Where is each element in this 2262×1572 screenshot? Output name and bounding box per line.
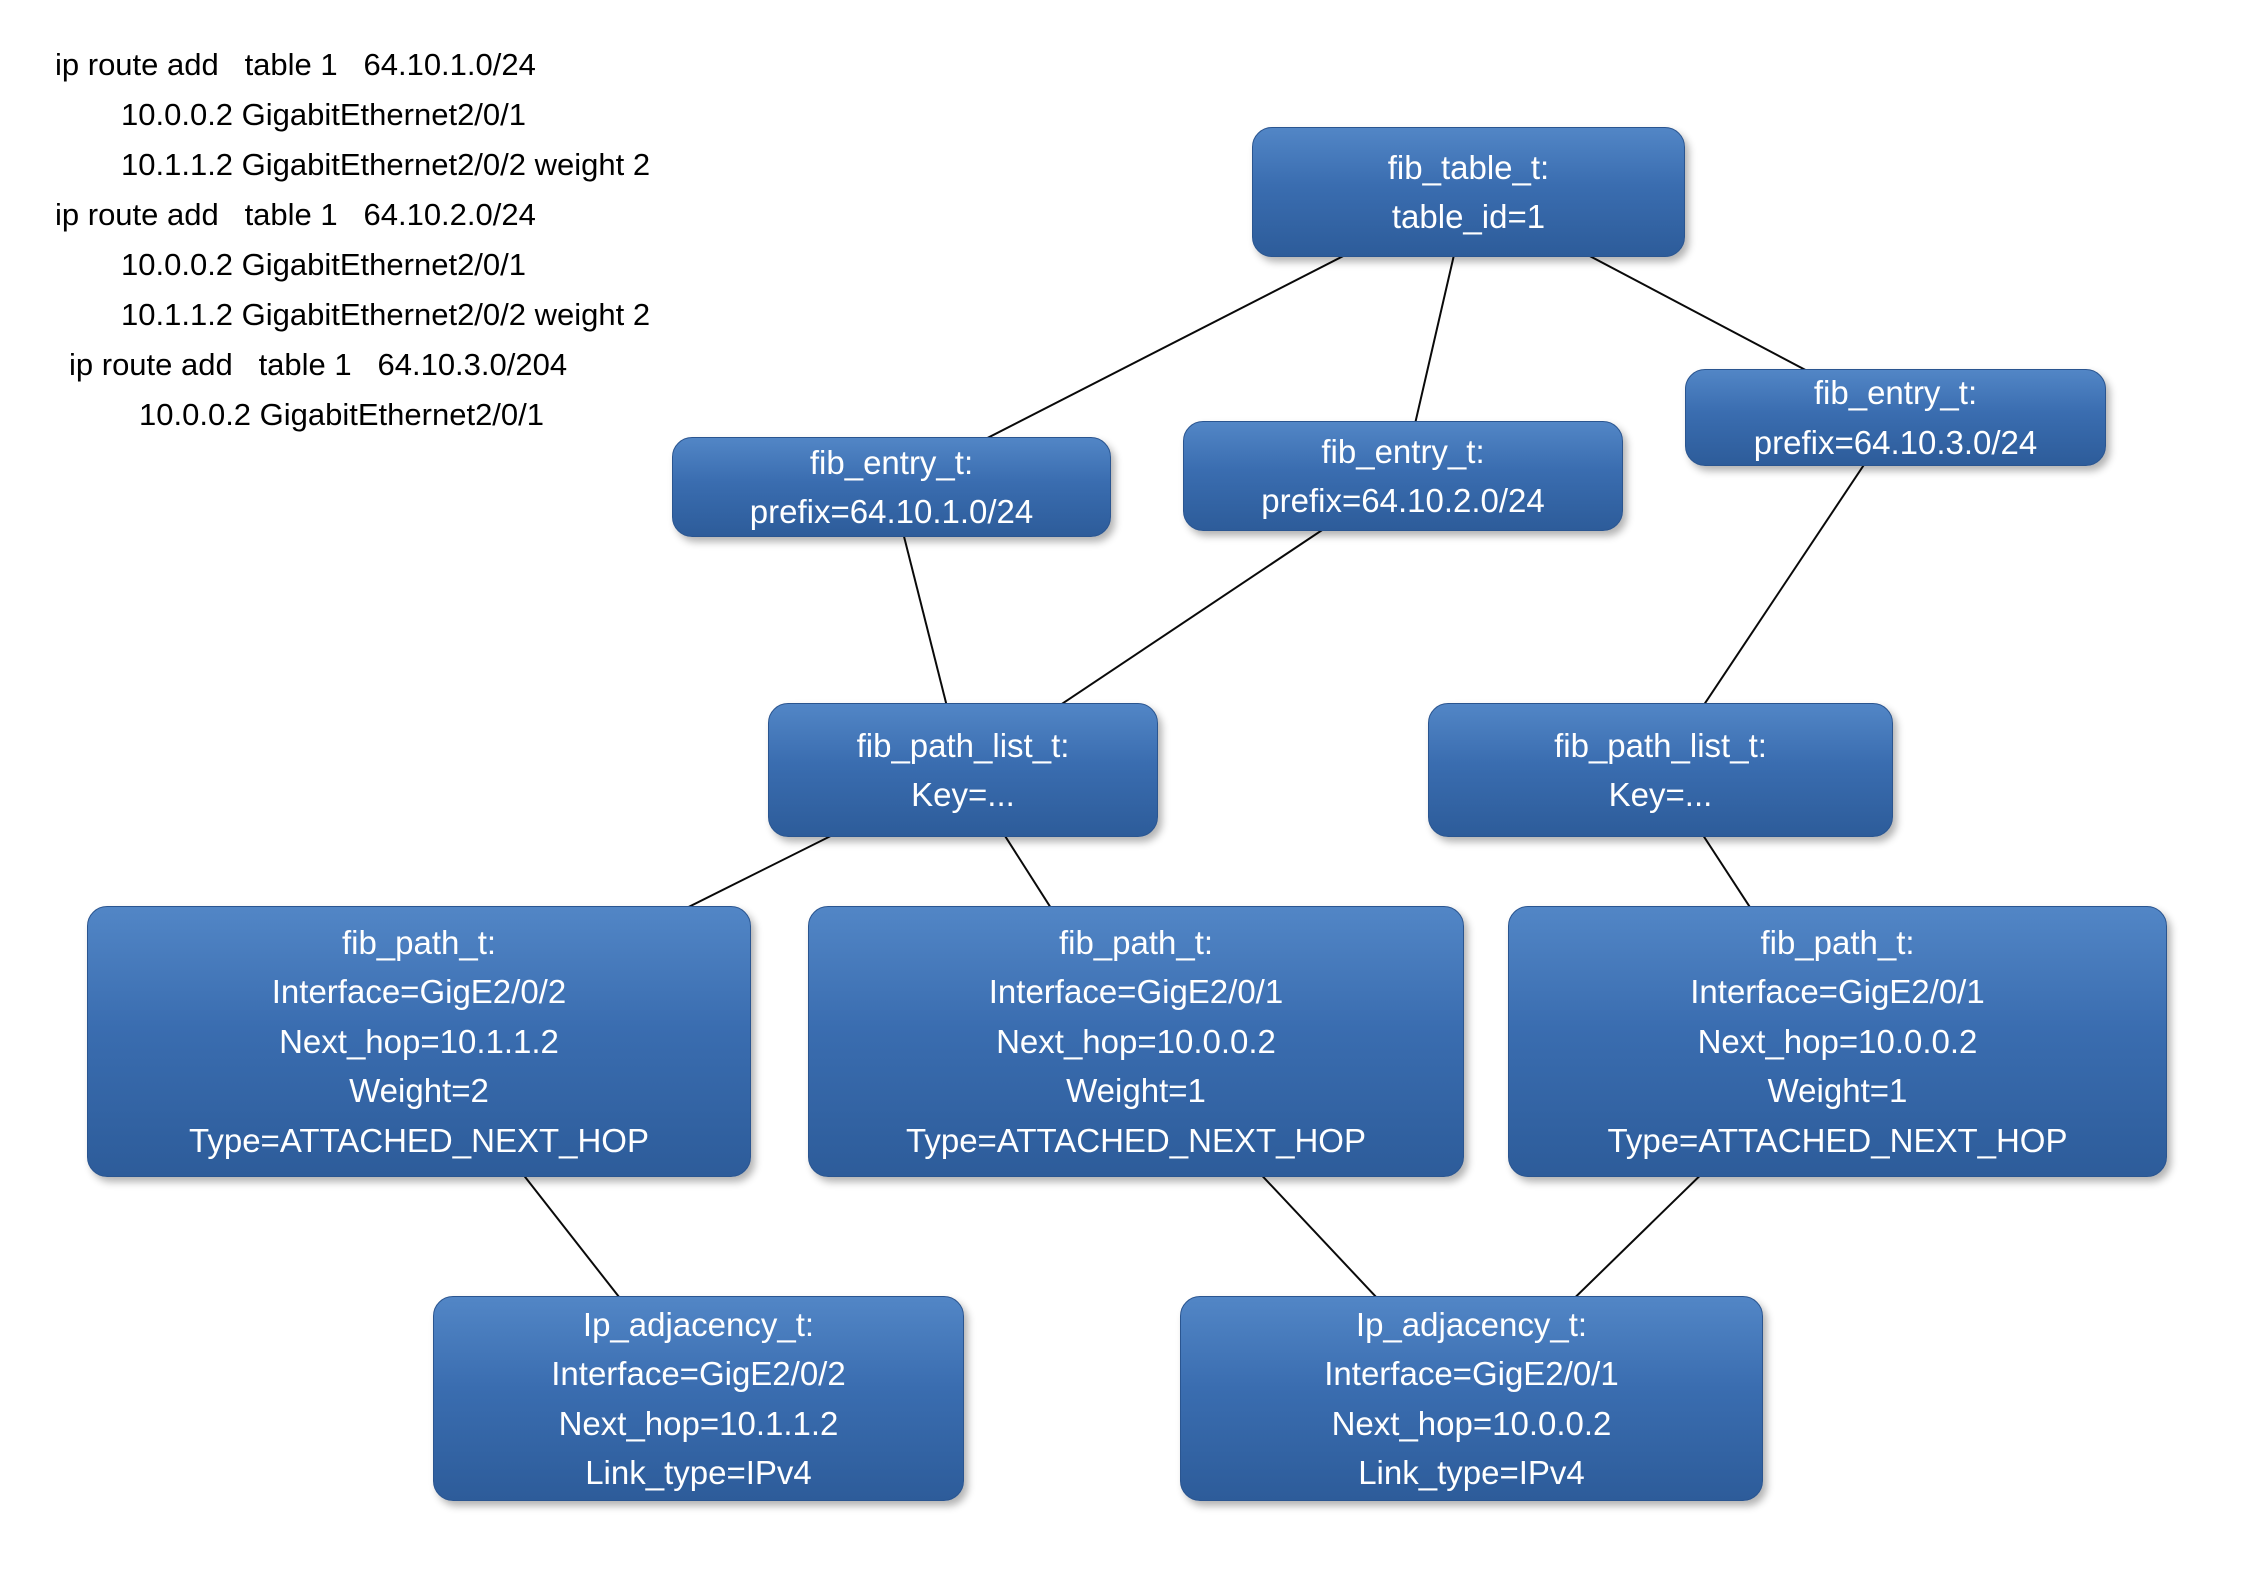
node-line: Type=ATTACHED_NEXT_HOP bbox=[1607, 1121, 2068, 1159]
node-fib-entry-64-10-1-0: fib_entry_t: prefix=64.10.1.0/24 bbox=[672, 437, 1111, 537]
node-line: Ip_adjacency_t: bbox=[1355, 1305, 1588, 1343]
node-line: Weight=1 bbox=[1066, 1072, 1206, 1110]
node-line: Interface=GigE2/0/1 bbox=[1690, 973, 1985, 1011]
node-fib-path-gige2-0-2: fib_path_t: Interface=GigE2/0/2 Next_hop… bbox=[87, 906, 751, 1177]
node-line: Weight=2 bbox=[349, 1072, 489, 1110]
node-line: fib_path_t: bbox=[1760, 923, 1915, 961]
node-line: Next_hop=10.0.0.2 bbox=[1697, 1022, 1978, 1060]
node-line: Type=ATTACHED_NEXT_HOP bbox=[189, 1121, 649, 1159]
node-line: fib_entry_t: bbox=[809, 443, 974, 481]
node-fib-path-list-left: fib_path_list_t: Key=... bbox=[768, 703, 1158, 837]
node-fib-entry-64-10-3-0: fib_entry_t: prefix=64.10.3.0/24 bbox=[1685, 369, 2106, 466]
node-fib-path-gige2-0-1-b: fib_path_t: Interface=GigE2/0/1 Next_hop… bbox=[1508, 906, 2167, 1177]
code-line: 10.0.0.2 GigabitEthernet2/0/1 bbox=[121, 97, 527, 132]
node-line: Weight=1 bbox=[1767, 1072, 1908, 1110]
node-line: Ip_adjacency_t: bbox=[582, 1305, 815, 1343]
node-line: Link_type=IPv4 bbox=[1358, 1454, 1585, 1491]
node-line: Next_hop=10.0.0.2 bbox=[996, 1022, 1276, 1060]
node-line: fib_path_t: bbox=[341, 923, 497, 961]
node-line: Key=... bbox=[911, 776, 1015, 813]
node-fib-table: fib_table_t: table_id=1 bbox=[1252, 127, 1685, 257]
node-line: Interface=GigE2/0/1 bbox=[1324, 1355, 1619, 1392]
code-line: 10.0.0.2 GigabitEthernet2/0/1 bbox=[121, 247, 527, 282]
code-line: 10.0.0.2 GigabitEthernet2/0/1 bbox=[139, 397, 545, 432]
node-line: Interface=GigE2/0/2 bbox=[271, 973, 567, 1011]
node-line: Next_hop=10.1.1.2 bbox=[558, 1404, 839, 1442]
node-ip-adjacency-gige2-0-2: Ip_adjacency_t: Interface=GigE2/0/2 Next… bbox=[433, 1296, 964, 1501]
code-line: ip route add table 1 64.10.3.0/204 bbox=[69, 347, 568, 382]
node-line: Type=ATTACHED_NEXT_HOP bbox=[906, 1121, 1366, 1159]
code-line: ip route add table 1 64.10.2.0/24 bbox=[55, 197, 536, 232]
code-line: 10.1.1.2 GigabitEthernet2/0/2 weight 2 bbox=[121, 297, 651, 332]
node-line: prefix=64.10.3.0/24 bbox=[1753, 423, 2038, 461]
node-line: prefix=64.10.2.0/24 bbox=[1261, 482, 1545, 519]
node-fib-path-gige2-0-1-a: fib_path_t: Interface=GigE2/0/1 Next_hop… bbox=[808, 906, 1464, 1177]
node-line: fib_entry_t: bbox=[1813, 374, 1978, 411]
node-ip-adjacency-gige2-0-1: Ip_adjacency_t: Interface=GigE2/0/1 Next… bbox=[1180, 1296, 1763, 1501]
code-line: ip route add table 1 64.10.1.0/24 bbox=[55, 47, 536, 82]
node-line: fib_path_list_t: bbox=[856, 726, 1070, 764]
node-line: fib_table_t: bbox=[1387, 148, 1550, 186]
node-line: fib_path_list_t: bbox=[1554, 726, 1767, 764]
node-line: Link_type=IPv4 bbox=[585, 1454, 812, 1491]
node-line: fib_entry_t: bbox=[1321, 432, 1485, 470]
node-line: prefix=64.10.1.0/24 bbox=[749, 493, 1034, 530]
node-line: Next_hop=10.0.0.2 bbox=[1331, 1404, 1612, 1442]
node-line: table_id=1 bbox=[1391, 198, 1546, 235]
node-line: Next_hop=10.1.1.2 bbox=[279, 1022, 559, 1060]
node-line: Interface=GigE2/0/2 bbox=[551, 1355, 846, 1392]
cli-code-block: ip route add table 1 64.10.1.0/24 10.0.0… bbox=[55, 40, 650, 440]
node-fib-entry-64-10-2-0: fib_entry_t: prefix=64.10.2.0/24 bbox=[1183, 421, 1623, 531]
node-line: fib_path_t: bbox=[1058, 923, 1214, 961]
node-line: Interface=GigE2/0/1 bbox=[988, 973, 1284, 1011]
node-line: Key=... bbox=[1608, 776, 1713, 813]
node-fib-path-list-right: fib_path_list_t: Key=... bbox=[1428, 703, 1893, 837]
code-line: 10.1.1.2 GigabitEthernet2/0/2 weight 2 bbox=[121, 147, 651, 182]
